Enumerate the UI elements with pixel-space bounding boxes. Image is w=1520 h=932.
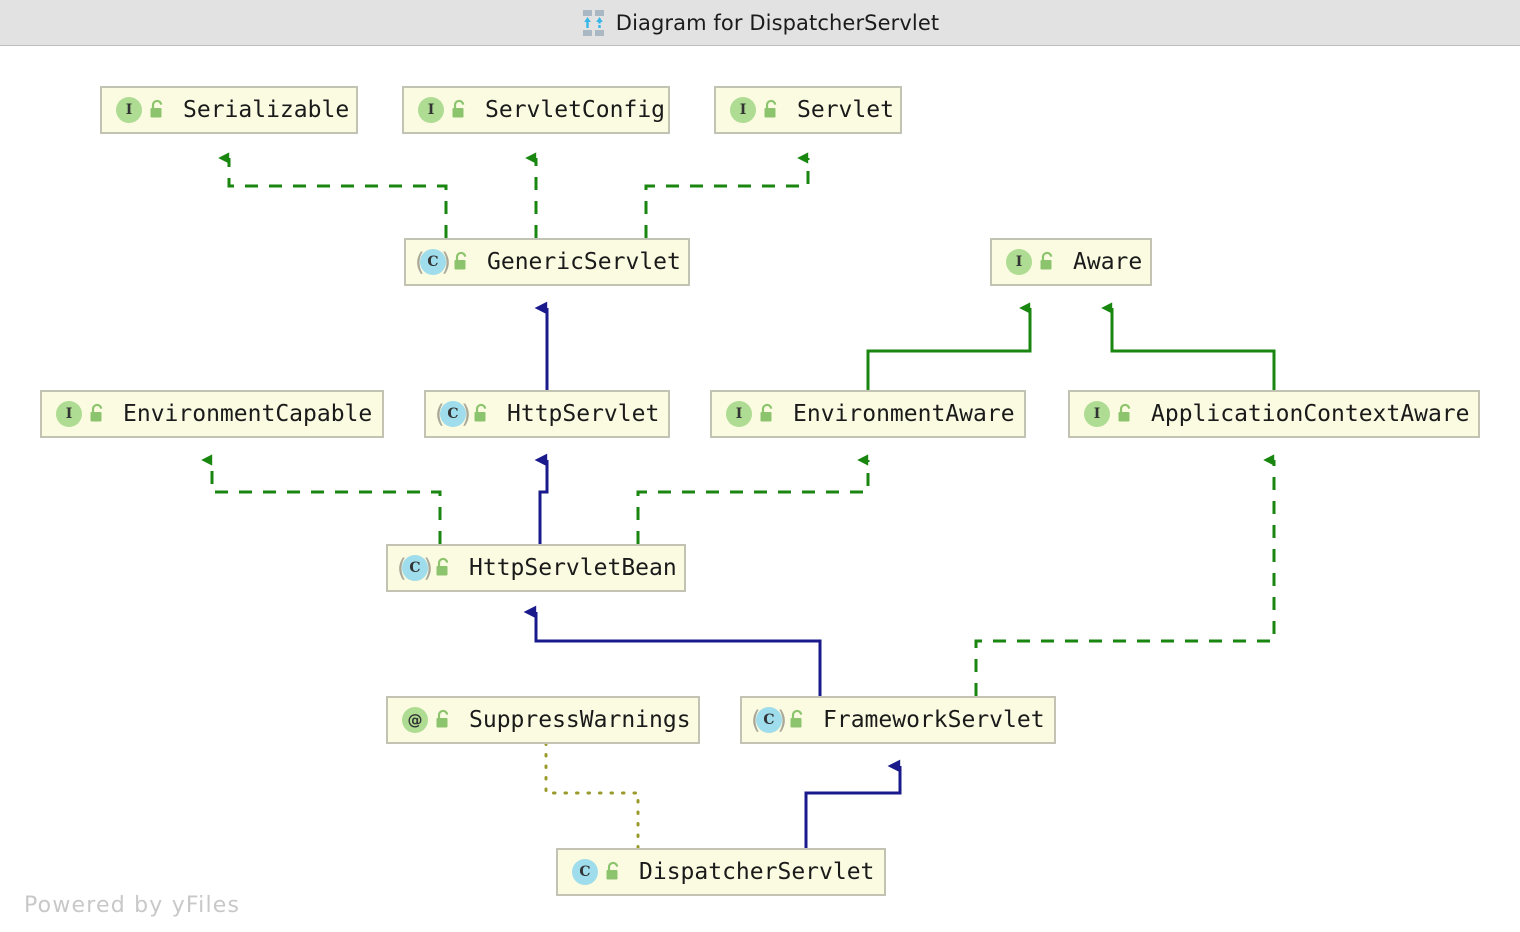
class-node-label: HttpServlet (507, 401, 660, 427)
class-node-dispatcherservlet[interactable]: C DispatcherServlet (556, 848, 886, 896)
class-node-suppresswarnings[interactable]: @ SuppressWarnings (386, 696, 700, 744)
class-node-genericservlet[interactable]: ( C ) GenericServlet (404, 238, 690, 286)
class-node-applicationcontextaware[interactable]: I ApplicationContextAware (1068, 390, 1480, 438)
abstract-marker-right: ) (777, 705, 787, 735)
edge-frameworkservlet-extends-httpservletbean (523, 605, 822, 696)
page-title: Diagram for DispatcherServlet (615, 10, 940, 35)
interface-badge-icon: I (1081, 399, 1113, 429)
unlock-icon (474, 403, 487, 422)
class-badge-icon: C (569, 857, 601, 887)
abstract-class-badge-icon: ( C ) (397, 553, 433, 583)
abstract-class-badge-icon: ( C ) (435, 399, 471, 429)
class-node-servlet[interactable]: I Servlet (714, 86, 902, 134)
class-node-label: FrameworkServlet (823, 707, 1045, 733)
abstract-marker-left: ( (397, 553, 407, 583)
annotation-badge-icon: @ (399, 705, 431, 735)
window-titlebar: Diagram for DispatcherServlet (0, 0, 1520, 46)
class-node-label: Aware (1073, 249, 1143, 275)
unlock-icon (452, 99, 465, 118)
unlock-icon (150, 99, 163, 118)
class-node-label: DispatcherServlet (639, 859, 875, 885)
class-node-label: HttpServletBean (469, 555, 677, 581)
interface-badge-icon: I (415, 95, 447, 125)
edge-genericservlet-implements-serializable (218, 152, 448, 238)
class-node-aware[interactable]: I Aware (990, 238, 1152, 286)
class-node-label: EnvironmentCapable (123, 401, 373, 427)
interface-badge-icon: I (1003, 247, 1035, 277)
class-node-label: SuppressWarnings (469, 707, 691, 733)
abstract-marker-right: ) (423, 553, 433, 583)
edge-httpservletbean-extends-httpservlet (534, 453, 549, 544)
unlock-icon (606, 861, 619, 880)
class-node-serializable[interactable]: I Serializable (100, 86, 358, 134)
class-node-environmentaware[interactable]: I EnvironmentAware (710, 390, 1026, 438)
class-node-servletconfig[interactable]: I ServletConfig (402, 86, 670, 134)
abstract-class-badge-icon: ( C ) (751, 705, 787, 735)
edge-applicationcontextaware-extends-aware (1101, 302, 1276, 390)
unlock-icon (90, 403, 103, 422)
abstract-marker-left: ( (751, 705, 761, 735)
abstract-class-badge-icon: ( C ) (415, 247, 451, 277)
unlock-icon (790, 709, 803, 728)
class-node-frameworkservlet[interactable]: ( C ) FrameworkServlet (740, 696, 1056, 744)
class-node-httpservletbean[interactable]: ( C ) HttpServletBean (386, 544, 686, 592)
abstract-marker-left: ( (415, 247, 425, 277)
abstract-marker-left: ( (435, 399, 445, 429)
class-node-label: ApplicationContextAware (1151, 401, 1470, 427)
abstract-marker-right: ) (441, 247, 451, 277)
interface-badge-icon: I (53, 399, 85, 429)
diagram-hierarchy-icon (581, 9, 607, 37)
abstract-marker-right: ) (461, 399, 471, 429)
edge-genericservlet-implements-servlet (644, 152, 810, 238)
unlock-icon (436, 709, 449, 728)
yfiles-watermark: Powered by yFiles (24, 893, 241, 918)
unlock-icon (1040, 251, 1053, 270)
class-node-label: Servlet (797, 97, 894, 123)
edge-frameworkservlet-implements-applicationcontextaware (974, 454, 1276, 696)
edge-httpservletbean-implements-environmentaware (636, 454, 870, 544)
unlock-icon (760, 403, 773, 422)
edge-dispatcherservlet-annotated-by-suppresswarnings (544, 742, 640, 850)
diagram-canvas[interactable]: I Serializable I ServletConfig I Servlet… (0, 46, 1520, 932)
unlock-icon (764, 99, 777, 118)
edge-httpservletbean-implements-environmentcapable (201, 454, 442, 544)
unlock-icon (454, 251, 467, 270)
class-node-label: GenericServlet (487, 249, 681, 275)
class-node-environmentcapable[interactable]: I EnvironmentCapable (40, 390, 384, 438)
class-node-label: EnvironmentAware (793, 401, 1015, 427)
class-node-label: ServletConfig (485, 97, 666, 123)
edge-environmentaware-extends-aware (866, 302, 1032, 390)
class-node-httpservlet[interactable]: ( C ) HttpServlet (424, 390, 670, 438)
interface-badge-icon: I (113, 95, 145, 125)
class-node-label: Serializable (183, 97, 350, 123)
edge-dispatcherservlet-extends-frameworkservlet (804, 759, 902, 848)
interface-badge-icon: I (723, 399, 755, 429)
unlock-icon (436, 557, 449, 576)
unlock-icon (1118, 403, 1131, 422)
interface-badge-icon: I (727, 95, 759, 125)
edge-layer (201, 152, 1276, 850)
